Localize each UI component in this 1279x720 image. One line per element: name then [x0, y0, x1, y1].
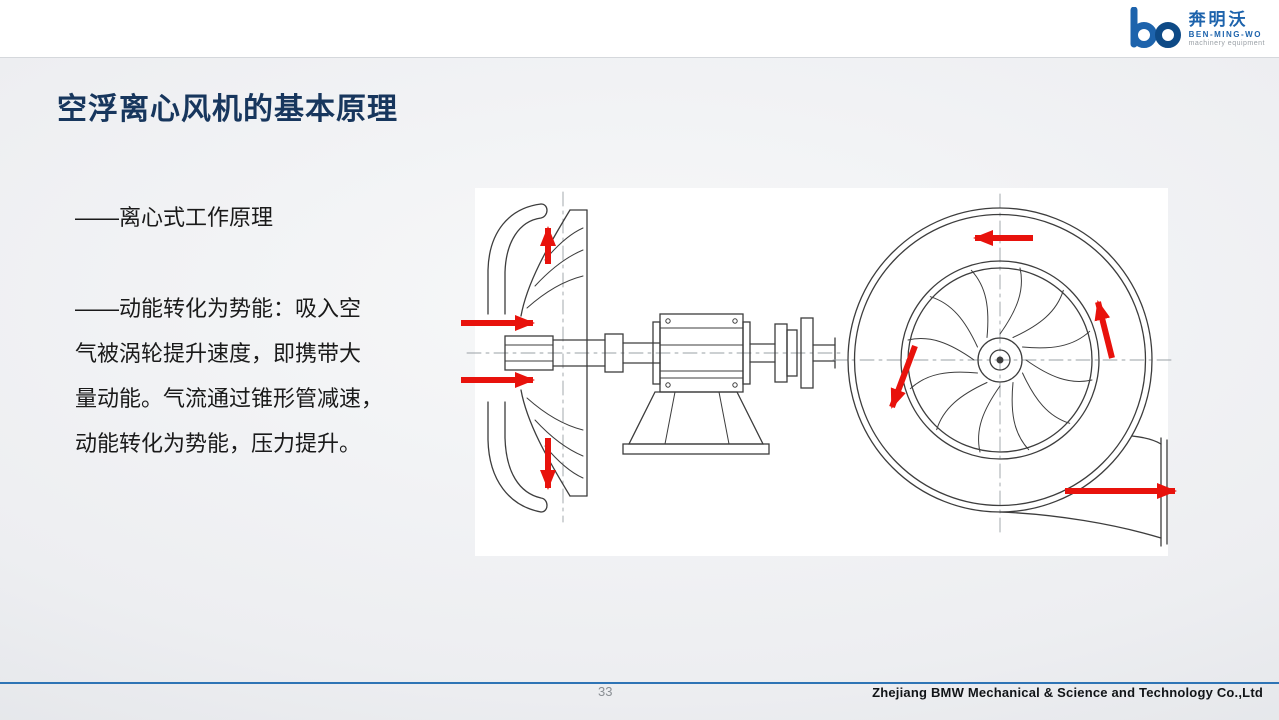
body-line: ——动能转化为势能：吸入空 — [75, 296, 362, 321]
body-paragraph: ——动能转化为势能：吸入空 气被涡轮提升速度，即携带大 量动能。气流通过锥形管减… — [75, 286, 435, 466]
footer-divider — [0, 682, 1279, 684]
front-view — [832, 193, 1176, 547]
body-line: 量动能。气流通过锥形管减速， — [75, 386, 384, 411]
airflow-arrows — [461, 226, 1177, 499]
side-view — [466, 191, 846, 523]
body-line: 气被涡轮提升速度，即携带大 — [75, 341, 362, 366]
logo-brand-en: BEN-MING-WO — [1188, 29, 1262, 39]
logo-tagline: machinery equipment — [1188, 39, 1265, 47]
impeller-blades — [907, 267, 1093, 453]
logo-brand-zh: 奔明沃 — [1188, 9, 1249, 29]
body-line: 动能转化为势能，压力提升。 — [75, 431, 362, 456]
footer-company: Zhejiang BMW Mechanical & Science and Te… — [872, 685, 1263, 700]
header-bar: 奔明沃 BEN-MING-WO machinery equipment — [0, 0, 1279, 58]
company-logo: 奔明沃 BEN-MING-WO machinery equipment — [1127, 6, 1265, 52]
page-number: 33 — [598, 684, 613, 699]
subheading: ——离心式工作原理 — [75, 205, 274, 230]
fan-technical-drawing — [461, 191, 1177, 547]
logo-text: 奔明沃 BEN-MING-WO machinery equipment — [1188, 9, 1265, 48]
logo-bo-icon — [1130, 7, 1181, 48]
fan-diagram-panel — [461, 188, 1177, 556]
slide-title: 空浮离心风机的基本原理 — [57, 93, 398, 126]
